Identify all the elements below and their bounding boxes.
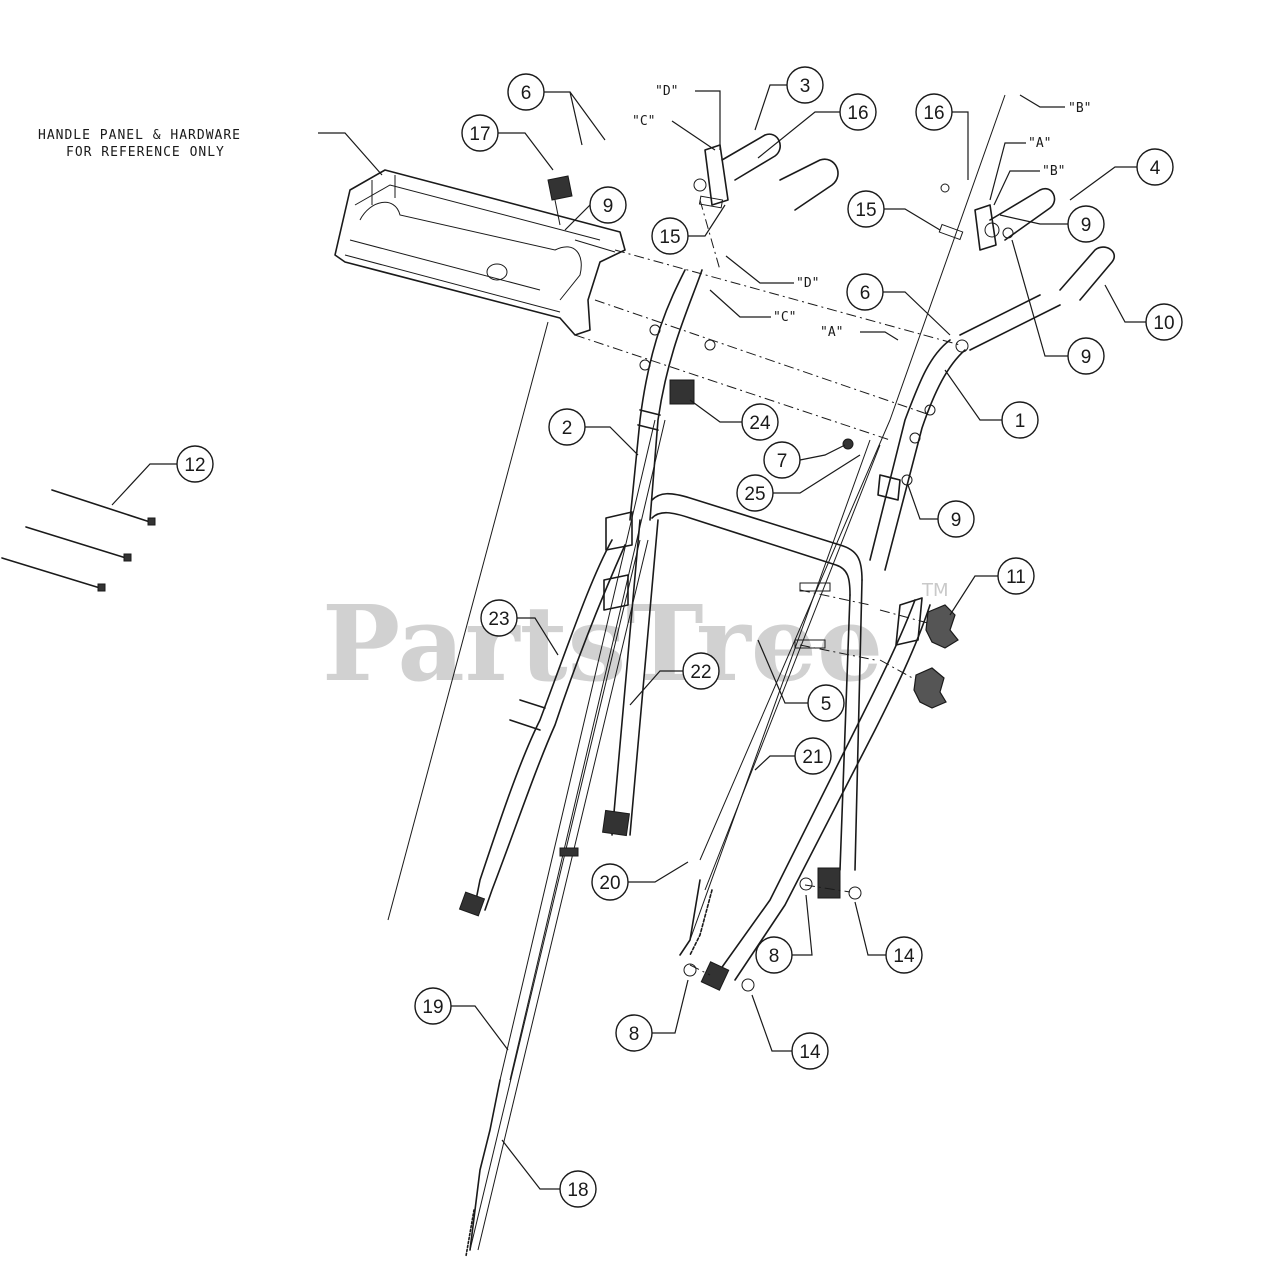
- svg-text:24: 24: [749, 413, 771, 434]
- label-d-top: "D": [655, 84, 678, 99]
- svg-text:23: 23: [488, 609, 509, 630]
- callout-20: 20: [591, 863, 629, 901]
- svg-text:8: 8: [769, 946, 780, 967]
- label-a-mid: "A": [820, 325, 843, 340]
- callout-12: 12: [176, 445, 214, 483]
- callout-11: 11: [997, 557, 1035, 595]
- reference-note: HANDLE PANEL & HARDWARE FOR REFERENCE ON…: [38, 128, 383, 176]
- svg-text:14: 14: [893, 946, 915, 967]
- label-b-mid: "B": [1042, 164, 1065, 179]
- callout-10: 10: [1145, 303, 1183, 341]
- callout-15b: 15: [847, 190, 885, 228]
- callout-9d: 9: [937, 500, 975, 538]
- callout-9c: 9: [1067, 337, 1105, 375]
- svg-text:21: 21: [802, 747, 823, 768]
- grip-right: [974, 187, 1115, 301]
- svg-text:14: 14: [799, 1042, 821, 1063]
- callouts: 6 17 9 3 16 15: [111, 66, 1183, 1208]
- callout-21: 21: [794, 737, 832, 775]
- callout-9b: 9: [1067, 205, 1105, 243]
- cable-ties: [1, 489, 156, 592]
- svg-text:8: 8: [629, 1024, 640, 1045]
- callout-6a: 6: [507, 73, 545, 111]
- handle-crossbar: [651, 492, 863, 899]
- callout-9a: 9: [589, 186, 627, 224]
- label-a-top: "A": [1028, 136, 1051, 151]
- assembly-lines: [574, 199, 961, 976]
- svg-text:15: 15: [855, 200, 876, 221]
- callout-14b: 14: [791, 1032, 829, 1070]
- callout-24: 24: [741, 403, 779, 441]
- hardware: [547, 175, 1014, 992]
- svg-text:7: 7: [777, 451, 788, 472]
- callout-14a: 14: [885, 936, 923, 974]
- callout-22: 22: [682, 652, 720, 690]
- label-c-top: "C": [632, 114, 655, 129]
- reference-note-line2: FOR REFERENCE ONLY: [66, 145, 225, 160]
- label-d-mid: "D": [796, 276, 819, 291]
- svg-text:20: 20: [599, 873, 620, 894]
- svg-text:25: 25: [744, 484, 765, 505]
- connection-labels: "D" "C" "D" "C" "B" "A" "B" "A": [632, 84, 1091, 341]
- svg-text:9: 9: [951, 510, 962, 531]
- svg-text:16: 16: [923, 103, 944, 124]
- svg-text:19: 19: [422, 997, 443, 1018]
- callout-4: 4: [1136, 148, 1174, 186]
- svg-text:9: 9: [1081, 347, 1092, 368]
- callout-1: 1: [1001, 401, 1039, 439]
- svg-text:4: 4: [1150, 158, 1161, 179]
- upper-handle-left: [602, 269, 703, 837]
- svg-text:3: 3: [800, 76, 811, 97]
- callout-16b: 16: [915, 93, 953, 131]
- svg-text:18: 18: [567, 1180, 588, 1201]
- svg-text:6: 6: [860, 283, 871, 304]
- callout-7: 7: [763, 441, 801, 479]
- callout-6b: 6: [846, 273, 884, 311]
- callout-25: 25: [736, 474, 774, 512]
- svg-text:5: 5: [821, 694, 832, 715]
- callout-23: 23: [480, 599, 518, 637]
- callout-15a: 15: [651, 217, 689, 255]
- callout-16a: 16: [839, 93, 877, 131]
- callout-19: 19: [414, 987, 452, 1025]
- svg-text:2: 2: [562, 418, 573, 439]
- svg-text:11: 11: [1006, 567, 1026, 588]
- handle-panel: [334, 169, 626, 336]
- svg-text:6: 6: [521, 83, 532, 104]
- svg-text:9: 9: [1081, 215, 1092, 236]
- reference-note-line1: HANDLE PANEL & HARDWARE: [38, 128, 241, 143]
- long-cable: [387, 321, 549, 921]
- callout-8a: 8: [755, 936, 793, 974]
- watermark-tm: TM: [921, 580, 949, 601]
- svg-text:17: 17: [469, 124, 490, 145]
- callout-3: 3: [786, 66, 824, 104]
- svg-text:1: 1: [1015, 411, 1026, 432]
- upper-handle-right: [869, 294, 1061, 571]
- lower-handle-right: [700, 597, 931, 991]
- label-b-top: "B": [1068, 101, 1091, 116]
- callout-17: 17: [461, 114, 499, 152]
- svg-text:22: 22: [690, 662, 711, 683]
- callout-2: 2: [548, 408, 586, 446]
- svg-text:12: 12: [184, 455, 205, 476]
- callout-18: 18: [559, 1170, 597, 1208]
- callout-8b: 8: [615, 1014, 653, 1052]
- label-c-mid: "C": [773, 310, 796, 325]
- control-cables: [465, 419, 666, 1257]
- callout-5: 5: [807, 684, 845, 722]
- svg-text:15: 15: [659, 227, 680, 248]
- svg-text:9: 9: [603, 196, 614, 217]
- svg-text:10: 10: [1153, 313, 1174, 334]
- svg-text:16: 16: [847, 103, 868, 124]
